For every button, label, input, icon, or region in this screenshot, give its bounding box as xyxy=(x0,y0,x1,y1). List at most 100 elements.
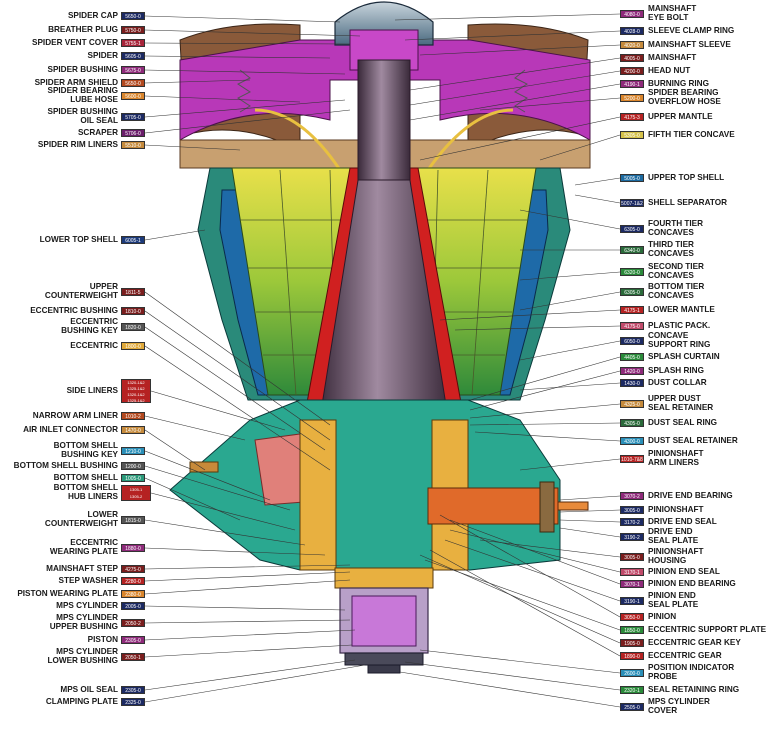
part-number-badge: 5706-0 xyxy=(121,129,145,137)
label-text: PINION END SEAL xyxy=(648,566,720,576)
label-text: SPIDER CAP xyxy=(67,10,118,20)
label-text: LUBE HOSE xyxy=(70,94,118,104)
part-number: 1010-2 xyxy=(125,414,141,420)
label-text: SEAL PLATE xyxy=(648,599,699,609)
part-number-badge: 4275-0 xyxy=(121,565,145,573)
eccentric-gear-leader-line xyxy=(429,549,621,657)
label-text: FIFTH TIER CONCAVE xyxy=(648,129,735,139)
part-number: 3070-1 xyxy=(624,582,640,588)
part-number: 2305-0 xyxy=(125,688,141,694)
part-number: 3005-0 xyxy=(624,555,640,561)
label-dust-seal-retainer: DUST SEAL RETAINER xyxy=(648,436,738,446)
label-text: HEAD NUT xyxy=(648,65,691,75)
label-text: MPS CYLINDER xyxy=(56,613,118,623)
label-text: PINIONSHAFT xyxy=(648,547,704,557)
label-text: SCRAPER xyxy=(77,127,118,137)
upper-top-shell-leader-line xyxy=(574,177,621,186)
part-number-badge: 1850-0 xyxy=(620,626,644,634)
lower-counterweight-leader-line xyxy=(144,519,306,546)
label-text: PINION END BEARING xyxy=(648,578,736,588)
splash-ring-leader-line xyxy=(469,370,621,411)
label-text: DRIVE END BEARING xyxy=(648,490,733,500)
part-number-badge: 1905-0 xyxy=(620,639,644,647)
part-number-badge: 5750-0 xyxy=(121,26,145,34)
label-upper-top-shell: UPPER TOP SHELL xyxy=(648,173,724,183)
part-number: 6305-0 xyxy=(624,227,640,233)
eccentric-gear-key-leader-line xyxy=(419,554,621,644)
label-text: DRIVE END SEAL xyxy=(648,516,717,526)
part-number-badge: 4190-1 xyxy=(620,80,644,88)
part-number: 1800-0 xyxy=(125,344,141,350)
label-text: LOWER TOP SHELL xyxy=(39,234,118,244)
label-text: PINIONSHAFT xyxy=(648,449,704,459)
part-number: 1320-1&2 1325-1&2 xyxy=(127,392,145,403)
part-number-badge: 1815-0 xyxy=(121,516,145,524)
mps-cylinder-cover-leader-line xyxy=(399,671,621,708)
label-lower-top-shell: LOWER TOP SHELL xyxy=(39,234,118,245)
label-mainshaft-sleeve: MAINSHAFT SLEEVE xyxy=(648,40,731,50)
part-number: 1810-0 xyxy=(125,309,141,315)
part-number-badge: 1811-5 xyxy=(121,288,145,296)
piston-wearing-plate-leader-line xyxy=(144,579,351,595)
part-number: 4300-0 xyxy=(624,439,640,445)
pinionshaft-leader-line xyxy=(559,509,621,513)
part-number-badge: 3005-0 xyxy=(620,553,644,561)
part-number: 5675-0 xyxy=(125,68,141,74)
part-number: 6050-0 xyxy=(624,339,640,345)
label-text: AIR INLET CONNECTOR xyxy=(23,424,118,434)
label-text: COUNTERWEIGHT xyxy=(44,518,118,528)
label-text: OIL SEAL xyxy=(80,115,118,125)
part-number-badge: 2325-0 xyxy=(121,698,145,706)
part-number-badge: 5650-0 xyxy=(121,12,145,20)
label-text: PISTON WEARING PLATE xyxy=(17,588,118,598)
label-text: BOTTOM SHELL xyxy=(53,483,118,493)
part-number-badge: 4175-0 xyxy=(620,322,644,330)
part-number: 1850-0 xyxy=(624,628,640,634)
pinionshaft-housing-leader-line xyxy=(479,539,621,558)
part-number: 2050-1 xyxy=(125,655,141,661)
label-text: BUSHING KEY xyxy=(61,449,118,459)
eccentric-leader-line xyxy=(144,345,331,471)
part-number: 4325-0 xyxy=(624,402,640,408)
label-text: LOWER BUSHING xyxy=(47,655,118,665)
shell-separator-leader-line xyxy=(574,194,621,204)
label-text: BREATHER PLUG xyxy=(48,24,118,34)
dust-collar-leader-line xyxy=(519,382,621,391)
part-number-badge: 5510-0 xyxy=(121,141,145,149)
label-text: SPIDER xyxy=(87,50,118,60)
part-number: 1430-0 xyxy=(624,381,640,387)
spider-vent-cover-leader-line xyxy=(144,42,351,45)
label-text: SPIDER BEARING xyxy=(648,88,719,98)
part-number: 2325-0 xyxy=(125,700,141,706)
label-text: SPLASH CURTAIN xyxy=(648,351,720,361)
part-number-badge: 5755-1 xyxy=(121,39,145,47)
part-number-badge: 2505-0 xyxy=(620,703,644,711)
label-text: SPIDER VENT COVER xyxy=(32,37,118,47)
part-number: 2505-0 xyxy=(624,705,640,711)
label-text: STEP WASHER xyxy=(58,575,118,585)
label-text: LOWER xyxy=(87,510,118,520)
label-head-nut: HEAD NUT xyxy=(648,65,691,76)
bottom-shell-bushing-key-leader-line xyxy=(144,450,271,501)
label-text: SEAL RETAINING RING xyxy=(648,684,740,694)
label-text: HUB LINERS xyxy=(67,491,118,501)
upper-mantle-leader-line xyxy=(419,116,621,161)
label-text: SPIDER ARM SHIELD xyxy=(34,77,118,87)
spider-leader-line xyxy=(144,55,331,59)
part-number-badge: 5675-0 xyxy=(121,66,145,74)
part-number: 4005-0 xyxy=(624,56,640,62)
label-fifth-tier-concave: FIFTH TIER CONCAVE xyxy=(648,129,735,140)
label-text: SPLASH RING xyxy=(648,365,704,375)
dust-seal-ring-leader-line xyxy=(469,422,621,426)
label-text: SPIDER RIM LINERS xyxy=(37,139,118,149)
label-text: FOURTH TIER xyxy=(648,219,704,229)
part-number: 2050-2 xyxy=(125,621,141,627)
part-number-badge: 1200-0 xyxy=(121,462,145,470)
side-liners-leader-line xyxy=(150,390,286,431)
